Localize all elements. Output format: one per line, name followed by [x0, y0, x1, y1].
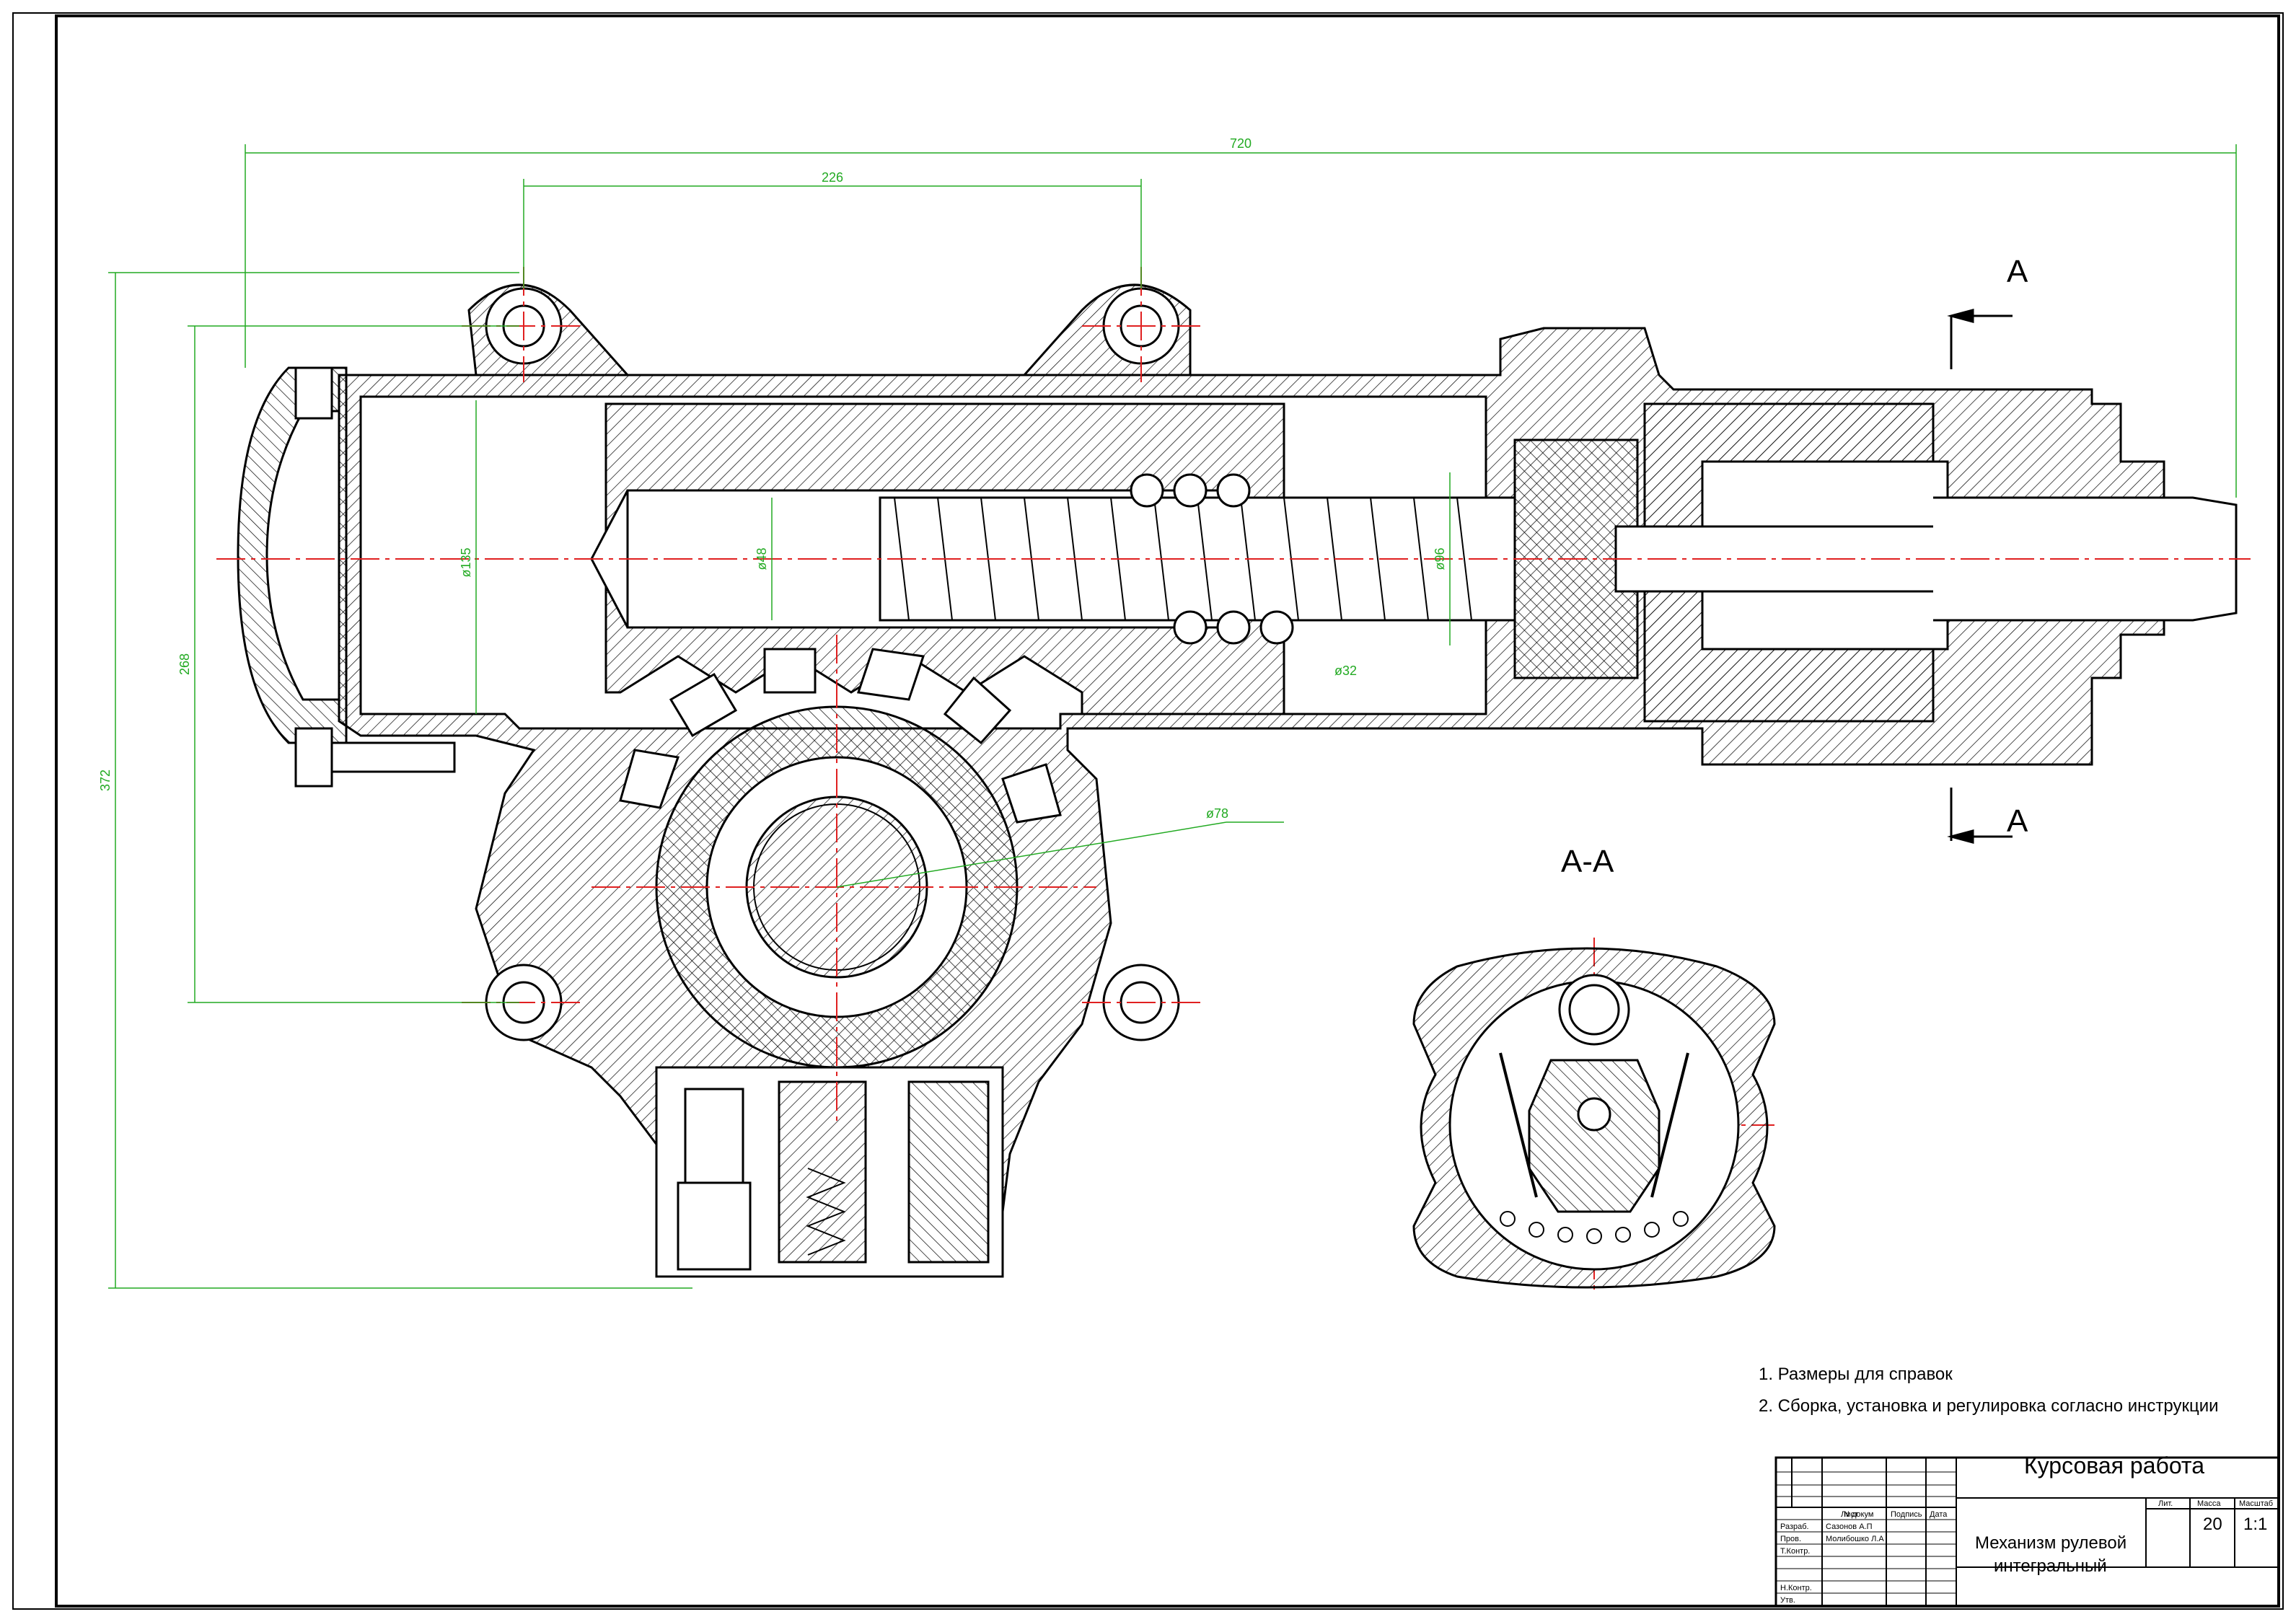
col-mass: Масса [2197, 1499, 2221, 1508]
section-view-a-a [1412, 947, 1776, 1289]
row-dev: Разраб. [1780, 1522, 1809, 1531]
check-name: Молибошко Л.А [1826, 1535, 1884, 1543]
dim-overall-length: 720 [1230, 136, 1252, 151]
ball-screw [879, 496, 1516, 622]
row-ncontrol: Н.Контр. [1780, 1584, 1812, 1592]
col-lit: Лит. [2158, 1499, 2173, 1508]
col-list: Лист [1841, 1510, 1858, 1519]
dim-overall-height: 372 [98, 770, 113, 791]
row-tcontrol: Т.Контр. [1780, 1547, 1811, 1556]
title-block-lines [1774, 1456, 2280, 1608]
dim-gear-d: ø78 [1206, 806, 1228, 821]
scale-value: 1:1 [2243, 1515, 2268, 1534]
section-arrows [1947, 309, 2013, 844]
col-scale: Масштаб [2239, 1499, 2274, 1508]
dim-bore-d2: ø48 [755, 547, 769, 570]
drawing-title-line2: интегральный [1994, 1556, 2107, 1576]
col-sign: Подпись [1891, 1510, 1922, 1519]
inner-frame [55, 14, 2280, 1608]
outer-frame [12, 12, 2284, 1610]
bolt-top [294, 366, 333, 420]
gear-teeth [619, 648, 1062, 824]
section-title: A-A [1561, 844, 1614, 879]
dim-mount-height: 268 [177, 653, 192, 675]
technical-notes: 1. Размеры для справок 2. Сборка, устано… [1759, 1359, 2219, 1422]
section-mark-top: A [2007, 254, 2028, 289]
drawing-title-line1: Механизм рулевой [1975, 1533, 2127, 1553]
main-view [237, 283, 2238, 1278]
dim-bore-d3: ø96 [1433, 547, 1447, 570]
dev-name: Сазонов А.П [1826, 1522, 1873, 1531]
dim-mount-span: 226 [822, 170, 843, 185]
row-check: Пров. [1780, 1535, 1802, 1543]
dim-bore-d1: ø135 [459, 547, 473, 577]
row-approve: Утв. [1780, 1596, 1795, 1605]
work-type: Курсовая работа [2024, 1453, 2204, 1478]
bolt-bottom [294, 727, 333, 788]
col-doc-visible: N докум [1844, 1510, 1874, 1519]
note-1: 1. Размеры для справок [1759, 1365, 1953, 1384]
note-2: 2. Сборка, установка и регулировка согла… [1759, 1396, 2219, 1416]
mass-value: 20 [2203, 1515, 2222, 1534]
col-date: Дата [1930, 1510, 1948, 1519]
dimension-lines [108, 144, 2237, 1289]
section-mark-bottom: A [2007, 803, 2028, 839]
dim-ball-d: ø32 [1334, 664, 1357, 678]
